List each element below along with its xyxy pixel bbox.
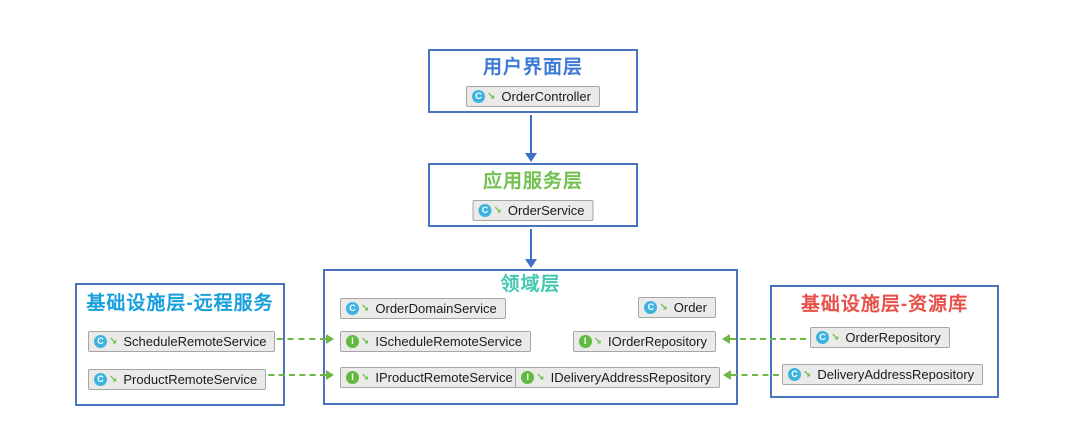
impl-arrow-orderrepo-line	[730, 338, 806, 340]
member-arrow-icon: ↘	[803, 368, 812, 380]
interface-icon: I	[578, 335, 592, 348]
layer-title-infra-repo: 基础设施层-资源库	[800, 294, 969, 315]
interface-icon: I	[521, 371, 535, 384]
impl-arrow-product-line	[258, 374, 326, 376]
node-schedule-remote-service: C ↘ ScheduleRemoteService	[88, 331, 276, 352]
node-iproduct-remote-service: I ↘ IProductRemoteService	[340, 367, 522, 388]
layer-title-domain: 领域层	[500, 274, 561, 295]
class-icon: C	[478, 204, 492, 217]
member-arrow-icon: ↘	[361, 302, 370, 314]
member-arrow-icon: ↘	[493, 204, 502, 216]
arrow-right-icon	[326, 370, 334, 380]
class-icon: C	[94, 335, 107, 348]
member-arrow-icon: ↘	[536, 371, 545, 383]
layer-box-domain: 领域层 C ↘ OrderDomainService C ↘ Order I ↘…	[323, 269, 738, 405]
arrow-left-icon	[722, 334, 730, 344]
layer-box-infra-repo: 基础设施层-资源库 C ↘ OrderRepository C ↘ Delive…	[770, 285, 999, 398]
class-icon: C	[788, 368, 801, 381]
layer-title-ui: 用户界面层	[482, 57, 583, 78]
class-icon: C	[346, 302, 359, 315]
node-label: OrderService	[507, 203, 585, 218]
member-arrow-icon: ↘	[361, 371, 370, 383]
node-label: IScheduleRemoteService	[375, 334, 523, 349]
arrow-down-icon	[525, 259, 537, 268]
node-product-remote-service: C ↘ ProductRemoteService	[88, 369, 267, 390]
node-label: OrderRepository	[845, 330, 941, 345]
class-icon: C	[94, 373, 107, 386]
node-order-controller: C ↘ OrderController	[466, 86, 600, 107]
node-label: IOrderRepository	[608, 334, 707, 349]
node-label: DeliveryAddressRepository	[817, 367, 975, 382]
class-icon: C	[644, 301, 658, 314]
layer-title-application: 应用服务层	[482, 171, 583, 192]
node-idelivery-address-repository: I ↘ IDeliveryAddressRepository	[515, 367, 720, 388]
member-arrow-icon: ↘	[487, 90, 496, 102]
node-label: Order	[673, 300, 707, 315]
class-icon: C	[472, 90, 486, 103]
member-arrow-icon: ↘	[593, 335, 603, 347]
arrow-right-icon	[326, 334, 334, 344]
member-arrow-icon: ↘	[109, 335, 118, 347]
node-label: OrderDomainService	[375, 301, 497, 316]
impl-arrow-deliveryrepo-line	[731, 374, 779, 376]
node-label: OrderController	[501, 89, 591, 104]
node-iorder-repository: I ↘ IOrderRepository	[572, 331, 716, 352]
node-delivery-address-repository: C ↘ DeliveryAddressRepository	[782, 364, 984, 385]
member-arrow-icon: ↘	[831, 331, 840, 343]
layer-title-infra-remote: 基础设施层-远程服务	[86, 293, 274, 314]
layer-box-infra-remote: 基础设施层-远程服务 C ↘ ScheduleRemoteService C ↘…	[75, 283, 285, 406]
node-label: IProductRemoteService	[375, 370, 513, 385]
class-icon: C	[816, 331, 829, 344]
member-arrow-icon: ↘	[361, 335, 370, 347]
node-label: IDeliveryAddressRepository	[550, 370, 711, 385]
node-order: C ↘ Order	[638, 297, 716, 318]
member-arrow-icon: ↘	[659, 301, 668, 313]
impl-arrow-schedule-line	[266, 338, 326, 340]
flow-arrow-app-to-domain-line	[530, 229, 532, 260]
layer-box-ui: 用户界面层 C ↘ OrderController	[428, 49, 638, 113]
layer-box-application: 应用服务层 C ↘ OrderService	[428, 163, 638, 227]
node-label: ScheduleRemoteService	[123, 334, 267, 349]
node-ischedule-remote-service: I ↘ IScheduleRemoteService	[340, 331, 532, 352]
arrow-down-icon	[525, 153, 537, 162]
arrow-left-icon	[723, 370, 731, 380]
interface-icon: I	[346, 335, 359, 348]
node-order-repository: C ↘ OrderRepository	[810, 327, 950, 348]
flow-arrow-ui-to-app-line	[530, 115, 532, 154]
member-arrow-icon: ↘	[109, 373, 118, 385]
interface-icon: I	[346, 371, 359, 384]
node-order-service: C ↘ OrderService	[472, 200, 594, 221]
node-label: ProductRemoteService	[123, 372, 258, 387]
node-order-domain-service: C ↘ OrderDomainService	[340, 298, 506, 319]
